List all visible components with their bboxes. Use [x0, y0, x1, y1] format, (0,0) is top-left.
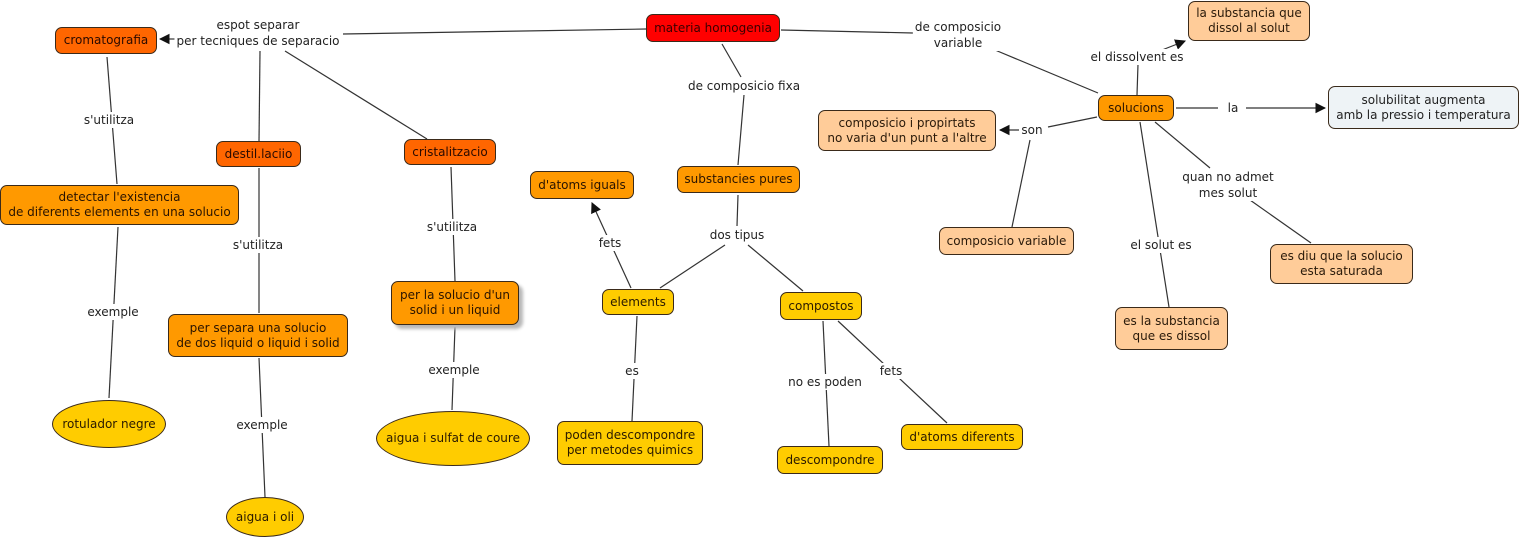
node-destillacio[interactable]: destil.laciio	[216, 141, 301, 167]
connector-line	[1154, 121, 1211, 169]
link-label-quan-no-admet[interactable]: quan no admet mes solut	[1180, 169, 1276, 201]
node-per-separa-solucio[interactable]: per separa una solucio de dos liquid o l…	[168, 314, 348, 357]
link-label-fets[interactable]: fets	[596, 235, 624, 251]
node-elements[interactable]: elements	[602, 289, 674, 315]
connector-line	[1011, 139, 1031, 228]
link-label-sutilitza[interactable]: s'utilitza	[424, 219, 480, 235]
connector-line	[342, 28, 647, 35]
node-solucio-saturada[interactable]: es diu que la solucio esta saturada	[1270, 244, 1413, 284]
node-materia-homogenia[interactable]: materia homogenia	[646, 14, 780, 42]
node-poden-descompondre[interactable]: poden descompondre per metodes quimics	[557, 421, 703, 465]
connector-line	[721, 43, 742, 78]
connector-line	[284, 50, 428, 140]
connector-line	[258, 50, 261, 143]
node-composicio-variable[interactable]: composicio variable	[939, 227, 1074, 255]
link-label-exemple[interactable]: exemple	[234, 417, 290, 433]
link-label-dos-tipus[interactable]: dos tipus	[707, 227, 767, 243]
node-substancia-dissolta[interactable]: es la substancia que es dissol	[1115, 307, 1228, 350]
connector-line	[736, 194, 739, 227]
link-label-espot-separar[interactable]: espot separar per tecniques de separacio	[174, 17, 342, 49]
node-aigua-i-oli[interactable]: aigua i oli	[226, 497, 304, 537]
node-solubilitat[interactable]: solubilitat augmenta amb la pressio i te…	[1328, 86, 1519, 129]
node-compostos[interactable]: compostos	[780, 292, 862, 320]
link-label-es[interactable]: es	[623, 363, 641, 379]
link-label-sutilitza[interactable]: s'utilitza	[81, 112, 137, 128]
node-composicio-propietats[interactable]: composicio i propirtats no varia d'un pu…	[818, 110, 996, 151]
link-label-sutilitza[interactable]: s'utilitza	[230, 237, 286, 253]
link-label-son[interactable]: son	[1019, 122, 1045, 138]
link-label-el-dissolvent-es[interactable]: el dissolvent es	[1088, 49, 1186, 65]
connector-line	[659, 244, 726, 289]
node-aigua-sulfat-coure[interactable]: aigua i sulfat de coure	[376, 411, 530, 466]
node-substancies-pures[interactable]: substancies pures	[677, 166, 800, 193]
node-cristalitzacio[interactable]: cristalitzacio	[404, 139, 496, 165]
connector-line	[1136, 63, 1139, 96]
link-label-el-solut-es[interactable]: el solut es	[1128, 237, 1194, 253]
link-label-exemple[interactable]: exemple	[85, 304, 141, 320]
link-label-de-composicio-fixa[interactable]: de composicio fixa	[685, 78, 803, 94]
link-label-de-composicio-variable[interactable]: de composicio variable	[912, 19, 1004, 51]
link-label-no-es-poden[interactable]: no es poden	[786, 374, 864, 390]
connector-line	[737, 94, 745, 166]
node-substancia-que-dissol[interactable]: la substancia que dissol al solut	[1188, 1, 1310, 41]
connector-line	[780, 29, 914, 34]
link-label-exemple[interactable]: exemple	[426, 362, 482, 378]
connector-line	[747, 244, 804, 292]
node-rotulador-negre[interactable]: rotulador negre	[52, 400, 166, 448]
link-label-la[interactable]: la	[1225, 100, 1241, 116]
connector-arrow	[1161, 39, 1187, 51]
link-label-fets[interactable]: fets	[877, 363, 905, 379]
node-solucions[interactable]: solucions	[1098, 95, 1174, 121]
connector-line	[1047, 116, 1098, 128]
node-atoms-iguals[interactable]: d'atoms iguals	[530, 171, 634, 199]
node-detectar-existencia[interactable]: detectar l'existencia de diferents eleme…	[0, 185, 239, 225]
node-atoms-diferents[interactable]: d'atoms diferents	[901, 424, 1023, 450]
connector-line	[1139, 121, 1170, 308]
node-cromatografia[interactable]: cromatografia	[55, 27, 157, 54]
connector-line	[994, 49, 1099, 94]
node-descompondre[interactable]: descompondre	[777, 446, 883, 474]
node-per-la-solucio[interactable]: per la solucio d'un solid i un liquid	[391, 281, 519, 325]
connector-line	[1249, 199, 1312, 244]
